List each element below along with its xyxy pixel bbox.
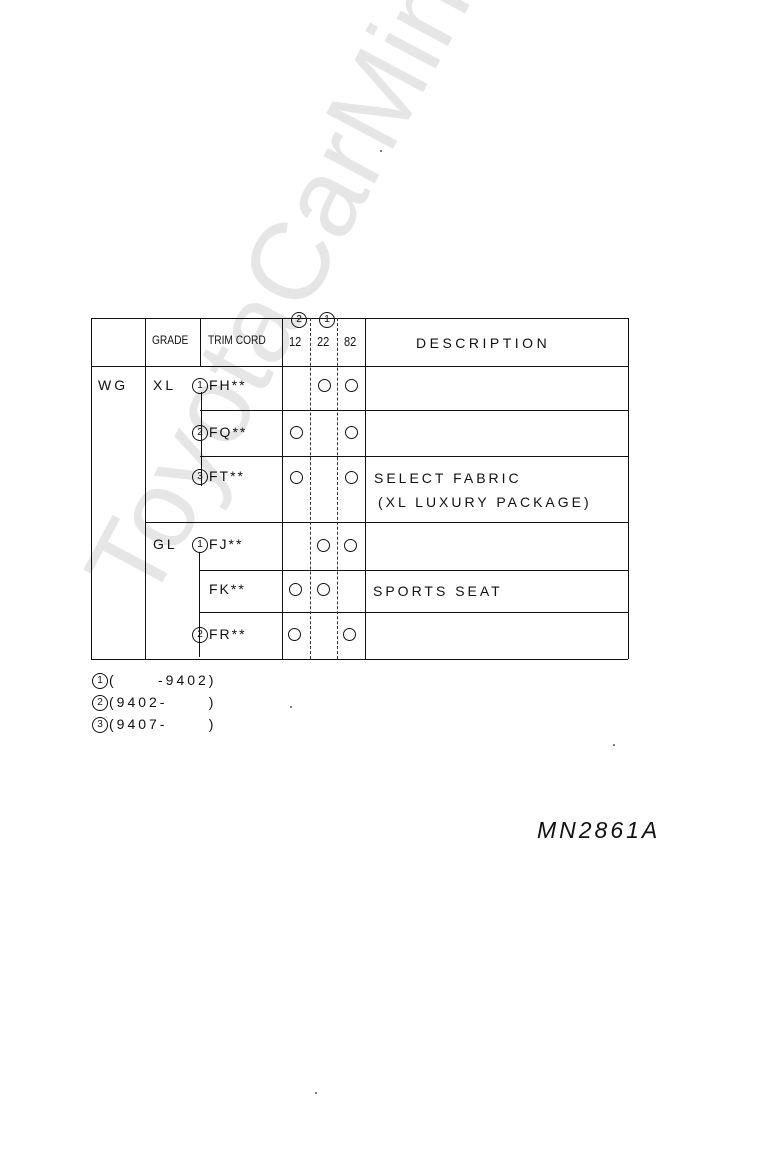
availability-mark — [290, 471, 303, 484]
header-grade: GRADE — [152, 333, 189, 347]
row-rule — [200, 570, 628, 571]
header-mark-2: 2 — [291, 311, 308, 329]
scan-speck — [380, 150, 382, 152]
grade-column-rule — [145, 318, 146, 659]
scan-speck — [315, 1092, 317, 1094]
availability-mark — [290, 426, 303, 439]
header-col-22: 22 — [317, 334, 330, 349]
footnote: 3(9407- ) — [92, 716, 216, 734]
availability-mark — [318, 379, 331, 392]
header-trim-cord: TRIM CORD — [208, 333, 266, 347]
col12-left-rule — [282, 318, 283, 659]
row-rule — [200, 410, 628, 411]
availability-mark — [344, 539, 357, 552]
header-bottom-rule — [91, 366, 628, 367]
availability-mark — [288, 628, 301, 641]
table-left-rule — [91, 318, 92, 659]
row-rule — [145, 522, 628, 523]
availability-mark — [317, 539, 330, 552]
trim-column-rule — [200, 318, 201, 366]
footnote: 2(9402- ) — [92, 694, 216, 712]
header-description: DESCRIPTION — [416, 335, 551, 351]
grade-label-gl: GL — [153, 536, 178, 552]
row-rule — [200, 456, 628, 457]
model-label: WG — [98, 377, 129, 393]
row-rule — [200, 612, 628, 613]
scan-speck — [613, 744, 615, 746]
description-text: SPORTS SEAT — [373, 583, 503, 599]
description-text: SELECT FABRIC — [374, 470, 522, 486]
table-top-rule — [91, 318, 628, 319]
period-mark: 3 — [192, 469, 208, 486]
col82-left-rule — [337, 318, 338, 659]
period-mark: 1 — [192, 378, 208, 395]
period-mark: 2 — [192, 425, 208, 442]
table-right-rule — [628, 318, 629, 659]
availability-mark — [345, 379, 358, 392]
period-mark: 1 — [192, 537, 208, 554]
scan-speck — [290, 706, 292, 708]
period-mark: 2 — [192, 627, 208, 644]
availability-mark — [345, 426, 358, 439]
description-left-rule — [365, 318, 366, 659]
trim-bracket-gl — [199, 552, 200, 657]
header-col-82: 82 — [344, 334, 357, 349]
col22-left-rule — [310, 318, 311, 659]
description-text: (XL LUXURY PACKAGE) — [378, 494, 592, 510]
header-mark-1: 1 — [319, 311, 336, 329]
table-bottom-rule — [91, 659, 628, 660]
grade-label-xl: XL — [153, 377, 177, 393]
header-col-12: 12 — [289, 334, 302, 349]
availability-mark — [289, 583, 302, 596]
availability-mark — [345, 471, 358, 484]
availability-mark — [343, 628, 356, 641]
trim-code: FK** — [209, 581, 246, 597]
availability-mark — [317, 583, 330, 596]
watermark: ToyotaCarMine.ru — [61, 0, 586, 619]
diagram-id: MN2861A — [537, 817, 661, 843]
footnote: 1( -9402) — [92, 672, 216, 690]
